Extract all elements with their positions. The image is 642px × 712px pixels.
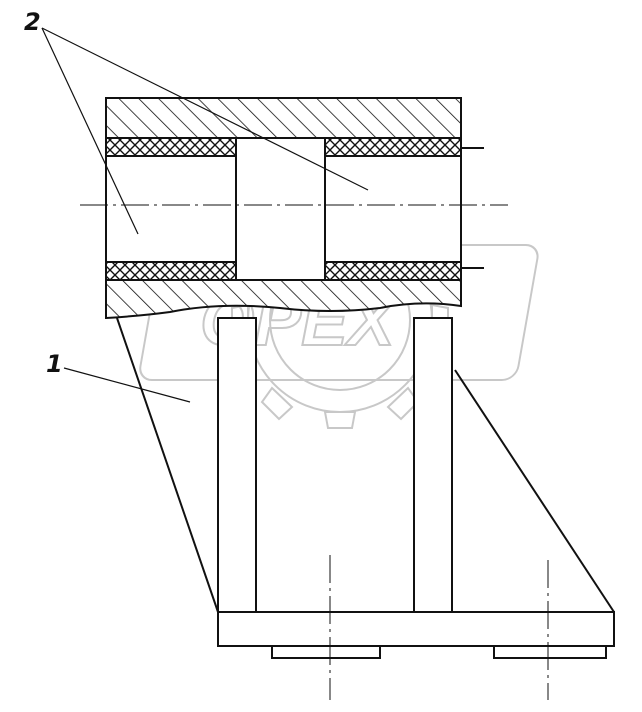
callout-label-1: 1 xyxy=(46,350,63,378)
support-bracket xyxy=(116,317,615,613)
callout-label-2: 2 xyxy=(24,8,41,36)
bushing-assembly xyxy=(105,97,484,320)
center-lines xyxy=(80,204,549,700)
base-plate xyxy=(217,611,615,659)
leader-lines xyxy=(41,27,369,403)
